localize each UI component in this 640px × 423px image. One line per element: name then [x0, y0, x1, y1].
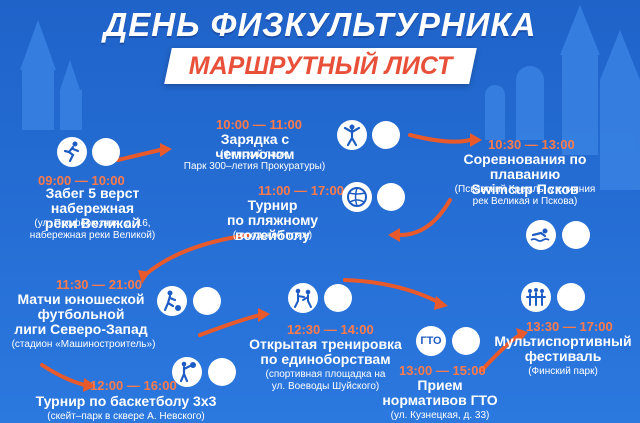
event-time: 10:00 — 11:00 [216, 117, 303, 132]
kremlin-silhouette-right [485, 5, 640, 190]
event-title: Матчи юношеской футбольной лиги Северо-З… [14, 291, 148, 337]
event-title: Мультиспортивный фестиваль [494, 333, 632, 364]
event-time: 13:00 — 15:00 [399, 363, 486, 378]
event-time: 13:30 — 17:00 [526, 319, 613, 334]
placeholder-circle [208, 358, 236, 386]
runner-icon [57, 137, 87, 167]
swimmer-icon [526, 220, 556, 250]
placeholder-circle [92, 138, 120, 166]
event-title: Забег 5 верст набережная реки Великой [44, 185, 141, 231]
festival-icon [521, 282, 551, 312]
football-icon [157, 286, 187, 316]
event-title: Зарядка с чемпионом [215, 131, 295, 162]
event-location: (Финский парк) [528, 366, 598, 377]
event-location: (спортивная площадка на ул. Воеводы Шуйс… [265, 369, 386, 392]
event-time: 12:30 — 14:00 [287, 322, 374, 337]
placeholder-circle [377, 183, 405, 211]
placeholder-circle [557, 283, 585, 311]
route-arrows [40, 133, 522, 387]
volleyball-icon [342, 182, 372, 212]
event-time: 09:00 — 10:00 [38, 173, 125, 188]
event-title: Открытая тренировка по единоборствам [249, 336, 402, 367]
event-time: 10:30 — 13:00 [488, 137, 575, 152]
event-time: 12:00 — 16:00 [90, 378, 177, 393]
event-location: (ул. Профсоюзная, д. 16, набережная реки… [29, 218, 156, 241]
placeholder-circle [193, 287, 221, 315]
event-title: Соревнования по плаванию Swimcup Псков [463, 151, 587, 197]
placeholder-circle [562, 221, 590, 249]
gto-badge: ГТО [416, 326, 446, 356]
event-time: 11:30 — 21:00 [56, 277, 143, 292]
event-title: Турнир по пляжному волейболу [226, 197, 319, 243]
exercise-icon [337, 120, 367, 150]
placeholder-circle [324, 284, 352, 312]
event-location: (ул. Кузнецкая, д. 33) [390, 410, 490, 421]
event-location: (городской пляж) [232, 230, 313, 241]
placeholder-circle [372, 121, 400, 149]
event-location: (стадион «Машиностроитель») [11, 339, 156, 350]
basketball-icon [172, 357, 202, 387]
page-title: ДЕНЬ ФИЗКУЛЬТУРНИКА [103, 6, 537, 43]
page-subtitle: МАРШРУТНЫЙ ЛИСТ [188, 52, 453, 80]
kremlin-silhouette-left [20, 20, 82, 130]
event-location: (Псковский Кремль, у слияния рек Великая… [454, 184, 596, 207]
placeholder-circle [452, 327, 480, 355]
event-title: Прием нормативов ГТО [382, 377, 498, 408]
event-title: Турнир по баскетболу 3х3 [35, 393, 217, 409]
arrow-heads [83, 133, 528, 392]
event-time: 11:00 — 17:00 [258, 183, 345, 198]
event-location: (скейт–парк в сквере А. Невского) [47, 411, 205, 422]
martial-arts-icon [288, 283, 318, 313]
event-location: (Финский парк, Парк 300–летия Прокуратур… [183, 149, 326, 172]
